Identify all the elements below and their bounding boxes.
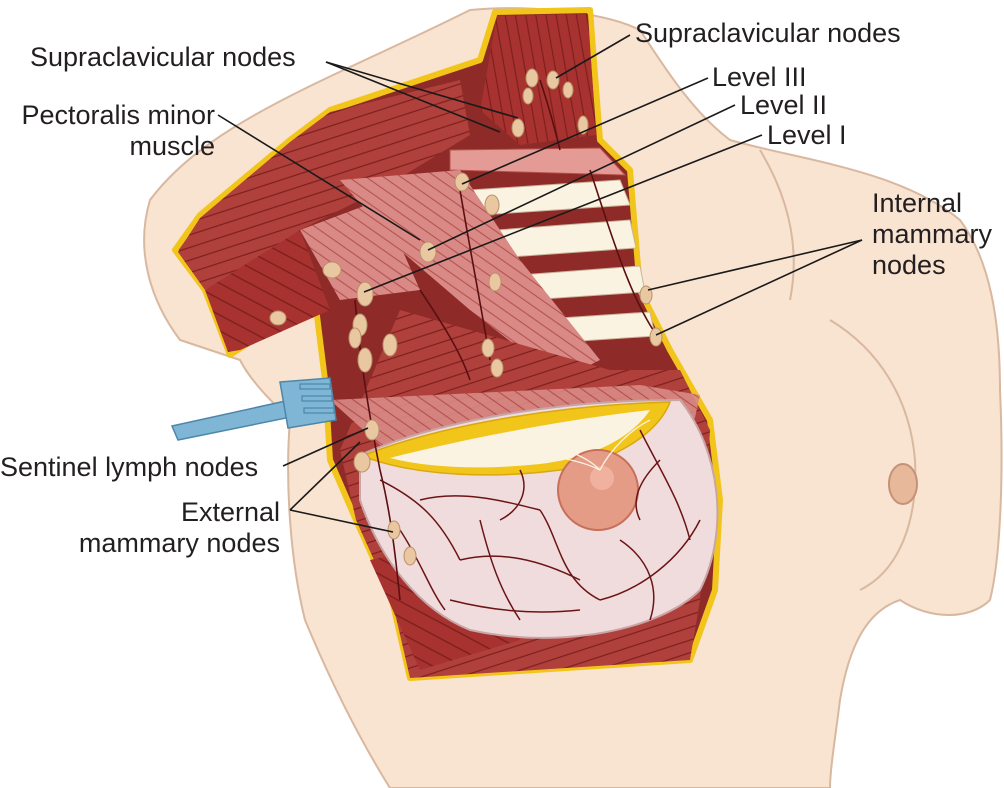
lymph-node xyxy=(490,358,504,378)
lymph-node xyxy=(511,118,525,138)
lymph-node xyxy=(403,546,417,566)
label-supraclavicular-right: Supraclavicular nodes xyxy=(635,18,901,48)
breast-gland xyxy=(359,398,719,639)
label-external-mammary-line2: mammary nodes xyxy=(78,528,280,558)
lymph-node xyxy=(649,327,663,347)
lymph-node xyxy=(387,520,401,540)
label-level-2: Level II xyxy=(740,90,828,120)
lymph-node xyxy=(353,451,371,473)
label-external-mammary-line1: External xyxy=(180,497,280,527)
lymph-node xyxy=(269,310,287,326)
lymph-node xyxy=(522,87,534,105)
lymph-node xyxy=(577,115,589,135)
label-internal-mammary: Internal mammary nodes xyxy=(872,188,992,281)
label-pectoralis-minor: Pectoralis minor muscle xyxy=(0,100,215,162)
label-supraclavicular-left: Supraclavicular nodes xyxy=(30,42,296,72)
label-level-1: Level I xyxy=(767,120,847,150)
retractor xyxy=(170,377,337,441)
label-internal-mammary-line1: Internal xyxy=(872,188,963,218)
label-sentinel-lymph-nodes: Sentinel lymph nodes xyxy=(0,452,259,482)
lymph-node xyxy=(546,70,560,90)
right-arm-contour xyxy=(759,149,795,301)
lymph-node xyxy=(454,172,470,192)
label-pectoralis-minor-line1: Pectoralis minor xyxy=(21,100,215,130)
lymph-node xyxy=(348,327,362,349)
lymph-node xyxy=(481,338,495,358)
label-internal-mammary-line3: nodes xyxy=(872,250,946,280)
lymph-node xyxy=(525,68,539,88)
arm-muscle xyxy=(205,230,330,352)
leader-lines xyxy=(217,34,863,533)
label-internal-mammary-line2: mammary xyxy=(872,219,992,249)
lymph-node xyxy=(364,419,380,441)
lymph-node xyxy=(562,81,574,99)
lymph-node xyxy=(382,333,398,357)
lymph-node xyxy=(419,241,437,263)
right-nipple xyxy=(888,463,918,505)
label-external-mammary: External mammary nodes xyxy=(40,497,280,559)
right-breast-contour xyxy=(829,319,917,591)
lymph-node xyxy=(488,272,502,292)
clavicle-band xyxy=(449,147,627,176)
label-level-3: Level III xyxy=(712,62,807,92)
lymph-node xyxy=(322,261,342,279)
lymph-node xyxy=(484,194,500,216)
pectoralis-minor-muscle xyxy=(340,170,600,380)
deltoid-muscle xyxy=(178,80,470,290)
label-pectoralis-minor-line2: muscle xyxy=(129,131,215,161)
lymph-node xyxy=(356,281,374,307)
lymph-node xyxy=(357,347,373,373)
lymph-nodes xyxy=(269,68,663,566)
